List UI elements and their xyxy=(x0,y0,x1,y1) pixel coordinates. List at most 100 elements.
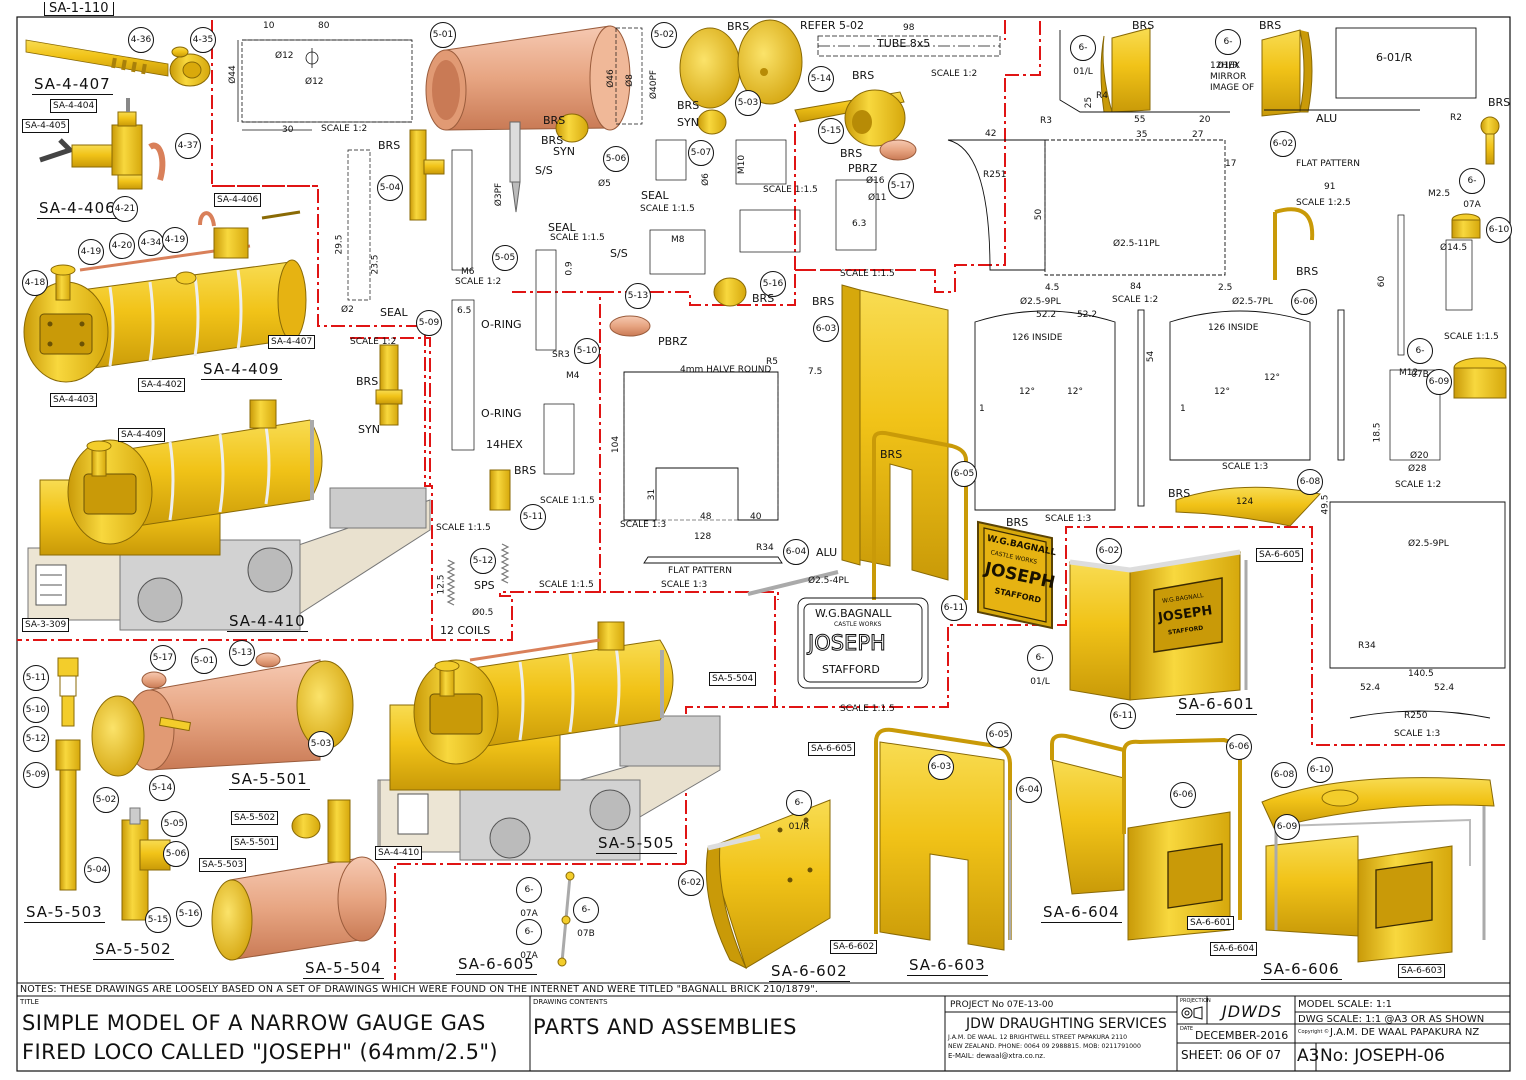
sa-4-410-model xyxy=(27,399,431,631)
balloon: 5-01 xyxy=(191,648,217,674)
balloon: 5-10 xyxy=(23,697,49,723)
material-note: 12HEX xyxy=(1210,61,1241,71)
material-note: IMAGE OF xyxy=(1210,83,1255,93)
dimension: 31 xyxy=(647,488,658,501)
tag-sa-4-406: SA-4-406 xyxy=(214,193,262,207)
joseph-badge-model xyxy=(977,520,1053,630)
company-logo: JDWDS xyxy=(1222,1002,1283,1021)
material-note: SYN xyxy=(677,116,699,129)
title-line-2: FIRED LOCO CALLED "JOSEPH" (64mm/2.5") xyxy=(22,1040,498,1064)
dim-note: 126 INSIDE xyxy=(1208,323,1259,333)
scale-note: SCALE 1:2 xyxy=(1112,295,1159,305)
dimension: 12.5 xyxy=(436,574,447,595)
company-address-1: J.A.M. DE WAAL. 12 BRIGHTWELL STREET PAP… xyxy=(948,1034,1128,1041)
material-note: S/S xyxy=(610,247,628,260)
balloon: 6-06 xyxy=(1170,782,1196,808)
small-brass-parts xyxy=(375,109,917,606)
material-note: SEAL xyxy=(641,189,669,202)
dimension: Ø46 xyxy=(605,69,616,88)
part-6-06-drawings xyxy=(974,207,1506,719)
balloon: 6-07A xyxy=(516,919,542,961)
dimension: 1 xyxy=(979,404,985,414)
balloon: 5-06 xyxy=(603,146,629,172)
balloon: 5-03 xyxy=(735,90,761,116)
dim-note: 4mm HALVE ROUND xyxy=(680,365,772,375)
dimension: Ø12 xyxy=(275,51,294,61)
dimension: 4.5 xyxy=(1045,283,1060,293)
tag-sa-4-402: SA-4-402 xyxy=(138,378,186,392)
scale-note: SCALE 1:1.5 xyxy=(540,496,595,506)
dimension: Ø3PF xyxy=(494,182,505,207)
balloon: 5-02 xyxy=(93,787,119,813)
material-note: REFER 5-02 xyxy=(800,19,864,32)
balloon: 5-11 xyxy=(23,665,49,691)
balloon: 5-05 xyxy=(492,245,518,271)
balloon: 6-07A xyxy=(1459,168,1485,210)
part-6-05-model xyxy=(872,430,968,600)
part-5-01-model xyxy=(425,25,631,131)
balloon: 6-01/L xyxy=(1070,35,1096,77)
material-note: S/S xyxy=(535,164,553,177)
sa-4-406-model xyxy=(39,98,166,190)
dimension: Ø6 xyxy=(700,173,711,186)
assembly-label-sa-4-406: SA-4-406 xyxy=(37,199,118,219)
balloon: 5-14 xyxy=(149,775,175,801)
tag-sa-3-309: SA-3-309 xyxy=(22,618,70,632)
balloon: 5-09 xyxy=(416,310,442,336)
dim-note: R4 xyxy=(1096,91,1108,101)
balloon: 6-11 xyxy=(1110,703,1136,729)
balloon: 6-06 xyxy=(1291,289,1317,315)
dimension: M12 xyxy=(1399,368,1419,378)
badge-drawing-maker: W.G.BAGNALL xyxy=(815,607,892,620)
dimension: Ø44 xyxy=(227,65,238,84)
contents-label: DRAWING CONTENTS xyxy=(533,998,608,1006)
dimension: Ø0.5 xyxy=(472,608,494,618)
assembly-label-sa-5-502: SA-5-502 xyxy=(93,940,174,960)
sa-5-504-model xyxy=(211,799,387,961)
dimension: 6.3 xyxy=(852,219,867,229)
dimension: 12° xyxy=(1264,373,1280,383)
balloon: 5-16 xyxy=(176,901,202,927)
sa-5-505-model xyxy=(377,621,721,861)
sa-4-409-model xyxy=(23,210,307,383)
balloon: 6-05 xyxy=(951,461,977,487)
dimension: 140.5 xyxy=(1408,669,1434,679)
scale-note: SCALE 1:2 xyxy=(1395,480,1442,490)
dimension: Ø40PF xyxy=(649,69,660,100)
tag-sa-4-404: SA-4-404 xyxy=(50,99,98,113)
dimension: 0.9 xyxy=(564,261,575,276)
dimension: Ø14.5 xyxy=(1440,243,1468,253)
scale-note: SCALE 1:2 xyxy=(455,277,502,287)
dim-note: R250 xyxy=(1404,711,1428,721)
balloon: 6-09 xyxy=(1274,814,1300,840)
parts-5-02-5-03-models xyxy=(679,19,906,147)
sa-5-502-model xyxy=(121,807,171,921)
assembly-label-sa-6-606: SA-6-606 xyxy=(1261,960,1342,980)
material-note: PBRZ xyxy=(658,335,688,348)
dimension: M4 xyxy=(566,371,580,381)
sa-5-503-model xyxy=(55,657,81,891)
sa-6-602-model xyxy=(705,799,831,970)
balloon: 6-04 xyxy=(783,539,809,565)
dimension: 98 xyxy=(903,23,915,33)
material-note: BRS xyxy=(514,464,537,477)
material-note: BRS xyxy=(1488,96,1511,109)
balloon: 4-20 xyxy=(109,233,135,259)
balloon: 5-17 xyxy=(150,645,176,671)
company-name: JDW DRAUGHTING SERVICES xyxy=(966,1016,1167,1032)
material-note: BRS xyxy=(378,139,401,152)
part-6-01-side-drawings xyxy=(947,30,1420,276)
balloon: 5-14 xyxy=(808,66,834,92)
copyright-label: Copyright © xyxy=(1298,1029,1330,1035)
dimension: Ø16 xyxy=(866,176,885,186)
dimension: 49.5 xyxy=(1320,494,1331,515)
dimension: 29.5 xyxy=(334,234,345,255)
dimension: Ø2 xyxy=(341,305,354,315)
tag-sa-4-405: SA-4-405 xyxy=(22,119,70,133)
scale-note: SCALE 1:2 xyxy=(350,337,397,347)
scale-note: SCALE 1:1.5 xyxy=(840,704,895,714)
dimension: Ø8 xyxy=(624,74,635,87)
dimension: Ø12 xyxy=(305,77,324,87)
part-6-04-drawing xyxy=(747,570,839,596)
